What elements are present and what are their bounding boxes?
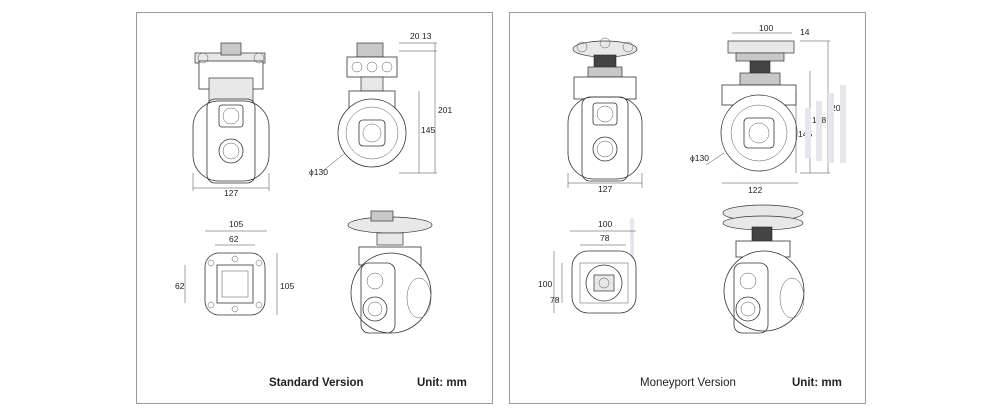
bottom-right-dim: 105 bbox=[280, 281, 294, 291]
side-diameter-dim: ϕ130 bbox=[690, 153, 709, 163]
footer-unit: Unit: mm bbox=[792, 377, 842, 389]
front-view-drawing bbox=[567, 37, 643, 188]
side-top-height-dim: 14 bbox=[800, 27, 810, 37]
side-top-dim-a: 20 bbox=[410, 31, 420, 41]
bottom-inner-dim: 62 bbox=[229, 234, 239, 244]
moneyport-version-panel: 127 100 14 205 178 145 ϕ130 122 bbox=[509, 12, 866, 404]
watermark-stripes bbox=[630, 85, 846, 258]
footer-title: Moneyport Version bbox=[640, 377, 736, 389]
bottom-outer-dim: 100 bbox=[598, 219, 612, 229]
side-height-dim: 205 bbox=[831, 103, 845, 113]
side-diameter-dim: ϕ130 bbox=[309, 167, 328, 177]
standard-version-panel: 127 20 13 201 145 ϕ130 bbox=[136, 12, 493, 404]
side-view-drawing bbox=[705, 32, 830, 184]
front-width-label: 127 bbox=[598, 184, 612, 194]
front-width-label: 127 bbox=[224, 188, 238, 198]
bottom-inner-dim: 78 bbox=[600, 233, 610, 243]
side-top-width-dim: 100 bbox=[759, 23, 773, 33]
moneyport-drawings: 127 100 14 205 178 145 ϕ130 122 bbox=[538, 23, 846, 334]
side-view-drawing bbox=[322, 42, 437, 174]
standard-drawings: 127 20 13 201 145 ϕ130 bbox=[175, 31, 452, 334]
bottom-view-drawing bbox=[553, 230, 637, 314]
footer-unit: Unit: mm bbox=[417, 377, 467, 389]
bottom-left-dim: 62 bbox=[175, 281, 185, 291]
bottom-left-dim-a: 100 bbox=[538, 279, 552, 289]
bottom-view-drawing bbox=[184, 230, 278, 316]
side-body-dim: 145 bbox=[421, 125, 435, 135]
isometric-view-drawing bbox=[347, 210, 433, 334]
footer-title: Standard Version bbox=[269, 377, 364, 389]
bottom-left-dim-b: 78 bbox=[550, 295, 560, 305]
side-top-dim-b: 13 bbox=[422, 31, 432, 41]
isometric-view-drawing bbox=[722, 204, 805, 334]
side-height-dim: 201 bbox=[438, 105, 452, 115]
side-width-dim: 122 bbox=[748, 185, 762, 195]
bottom-outer-dim: 105 bbox=[229, 219, 243, 229]
front-view-drawing bbox=[192, 42, 270, 191]
